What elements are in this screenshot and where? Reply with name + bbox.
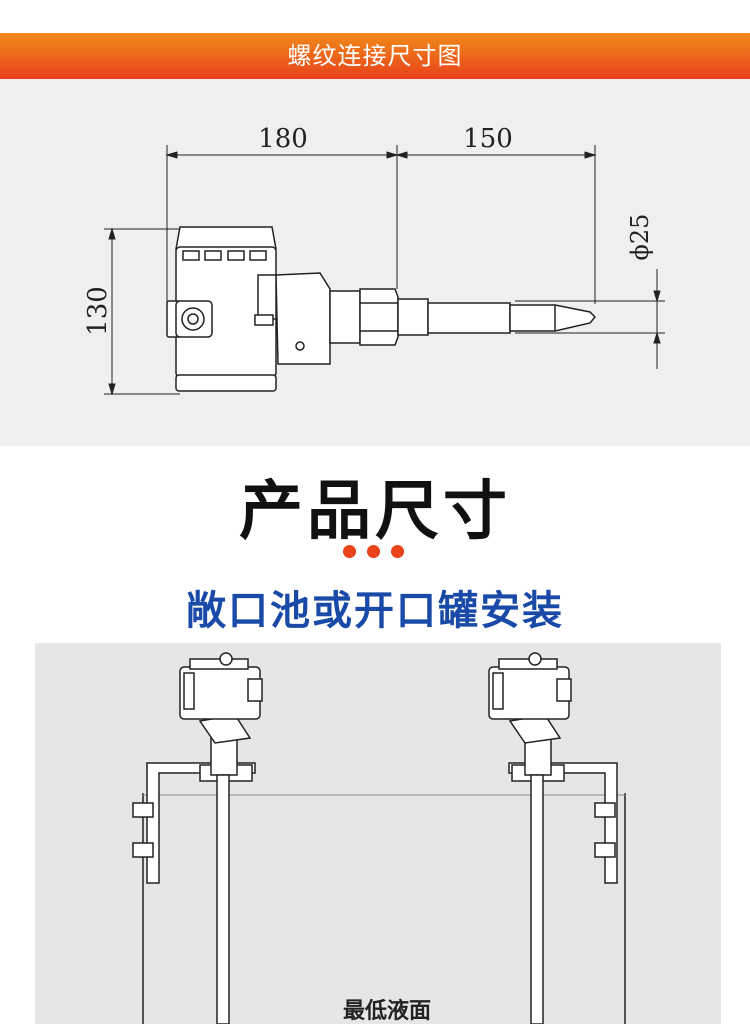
dim-width-housing: 180 (258, 124, 308, 154)
dim-width-probe: 150 (463, 124, 513, 154)
install-diagram-panel: 最低液面 (35, 643, 721, 1025)
dot-icon (343, 545, 356, 558)
dot-icon (391, 545, 404, 558)
section-title: 产品尺寸 (239, 475, 511, 549)
section-banner: 螺纹连接尺寸图 (0, 33, 750, 79)
dimension-drawing-panel: 180 150 130 ϕ25 (0, 79, 750, 446)
decorative-dots (343, 545, 413, 561)
install-diagram: 最低液面 (132, 652, 626, 1025)
banner-title: 螺纹连接尺寸图 (287, 42, 463, 70)
min-level-label: 最低液面 (343, 998, 431, 1024)
dim-height: 130 (83, 286, 113, 336)
dot-icon (367, 545, 380, 558)
section-subtitle: 敞口池或开口罐安装 (186, 588, 564, 634)
dim-diameter: ϕ25 (626, 214, 654, 261)
dimension-drawing: 180 150 130 ϕ25 (83, 124, 665, 396)
